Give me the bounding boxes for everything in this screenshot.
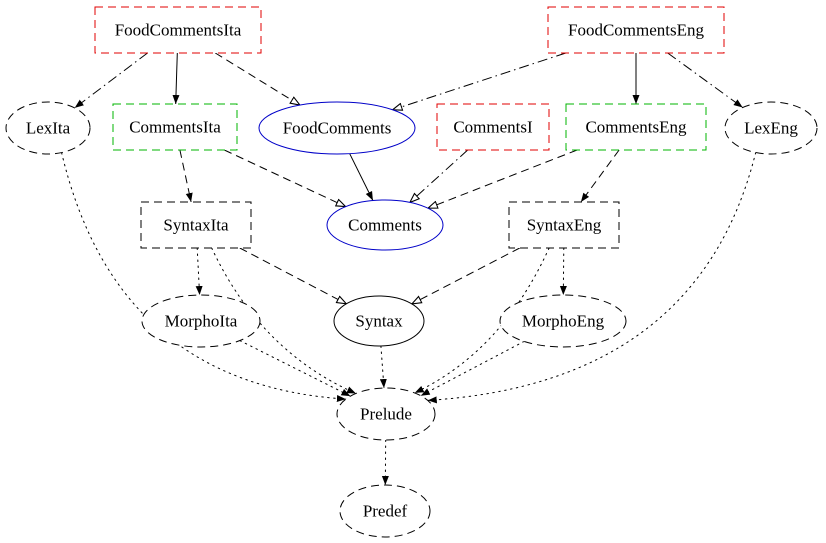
node-box	[547, 6, 725, 54]
node-Predef: Predef	[339, 484, 431, 538]
node-ellipse	[336, 387, 436, 441]
node-label-FoodCommentsEng: FoodCommentsEng	[568, 21, 705, 40]
edge-FoodCommentsEng-to-LexEng	[667, 52, 743, 108]
node-box	[565, 103, 707, 151]
node-MorphoIta: MorphoIta	[141, 294, 261, 348]
node-label-SyntaxIta: SyntaxIta	[163, 216, 229, 235]
node-box	[140, 201, 252, 249]
edge-FoodCommentsIta-to-CommentsIta	[172, 52, 180, 105]
node-FoodCommentsEng: FoodCommentsEng	[547, 6, 725, 54]
node-label-MorphoIta: MorphoIta	[165, 312, 238, 331]
edge-MorphoIta-to-Prelude	[239, 340, 351, 397]
node-Syntax: Syntax	[333, 295, 425, 347]
node-ellipse	[724, 101, 818, 155]
node-CommentsIta: CommentsIta	[112, 103, 238, 151]
node-label-CommentsEng: CommentsEng	[585, 118, 687, 137]
node-ellipse	[258, 101, 416, 155]
edge-MorphoEng-to-Prelude	[420, 340, 525, 397]
edge-LexIta-to-Prelude	[61, 152, 347, 403]
edges-layer	[61, 52, 757, 486]
node-label-CommentsI: CommentsI	[453, 118, 533, 137]
node-SyntaxIta: SyntaxIta	[140, 201, 252, 249]
node-label-FoodCommentsIta: FoodCommentsIta	[115, 21, 242, 40]
edge-CommentsEng-to-SyntaxEng	[580, 149, 620, 203]
node-box	[436, 103, 550, 151]
node-ellipse	[141, 294, 261, 348]
node-LexEng: LexEng	[724, 101, 818, 155]
node-MorphoEng: MorphoEng	[499, 294, 627, 348]
node-label-Syntax: Syntax	[355, 312, 403, 331]
edge-SyntaxIta-to-MorphoIta	[195, 247, 203, 296]
edge-CommentsIta-to-Comments	[224, 149, 345, 207]
node-label-SyntaxEng: SyntaxEng	[527, 216, 602, 235]
node-label-Prelude: Prelude	[360, 405, 412, 424]
edge-SyntaxIta-to-Syntax	[239, 247, 346, 304]
node-box	[508, 201, 620, 249]
edge-SyntaxEng-to-Syntax	[412, 247, 520, 304]
node-ellipse	[326, 199, 444, 251]
edge-CommentsI-to-Comments	[410, 149, 469, 202]
node-SyntaxEng: SyntaxEng	[508, 201, 620, 249]
edge-LexEng-to-Prelude	[427, 152, 757, 404]
edge-FoodCommentsIta-to-FoodComments	[215, 52, 300, 105]
node-ellipse	[499, 294, 627, 348]
edge-CommentsEng-to-Comments	[428, 149, 578, 208]
node-label-CommentsIta: CommentsIta	[129, 118, 221, 137]
node-label-MorphoEng: MorphoEng	[522, 312, 605, 331]
node-Prelude: Prelude	[336, 387, 436, 441]
edge-FoodComments-to-Comments	[349, 153, 374, 201]
edge-FoodCommentsIta-to-LexIta	[74, 52, 148, 109]
node-label-FoodComments: FoodComments	[283, 119, 392, 138]
edge-Syntax-to-Prelude	[379, 345, 387, 389]
node-box	[112, 103, 238, 151]
node-ellipse	[339, 484, 431, 538]
node-CommentsI: CommentsI	[436, 103, 550, 151]
node-label-Predef: Predef	[363, 502, 408, 521]
node-FoodCommentsIta: FoodCommentsIta	[94, 6, 262, 54]
node-label-Comments: Comments	[348, 216, 422, 235]
node-Comments: Comments	[326, 199, 444, 251]
node-FoodComments: FoodComments	[258, 101, 416, 155]
node-LexIta: LexIta	[5, 101, 91, 155]
node-ellipse	[333, 295, 425, 347]
node-label-LexEng: LexEng	[744, 119, 798, 138]
node-label-LexIta: LexIta	[26, 119, 71, 138]
edge-SyntaxEng-to-MorphoEng	[559, 247, 567, 296]
edge-FoodCommentsEng-to-FoodComments	[393, 52, 566, 110]
node-box	[94, 6, 262, 54]
edge-CommentsIta-to-SyntaxIta	[179, 149, 193, 203]
node-CommentsEng: CommentsEng	[565, 103, 707, 151]
node-ellipse	[5, 101, 91, 155]
